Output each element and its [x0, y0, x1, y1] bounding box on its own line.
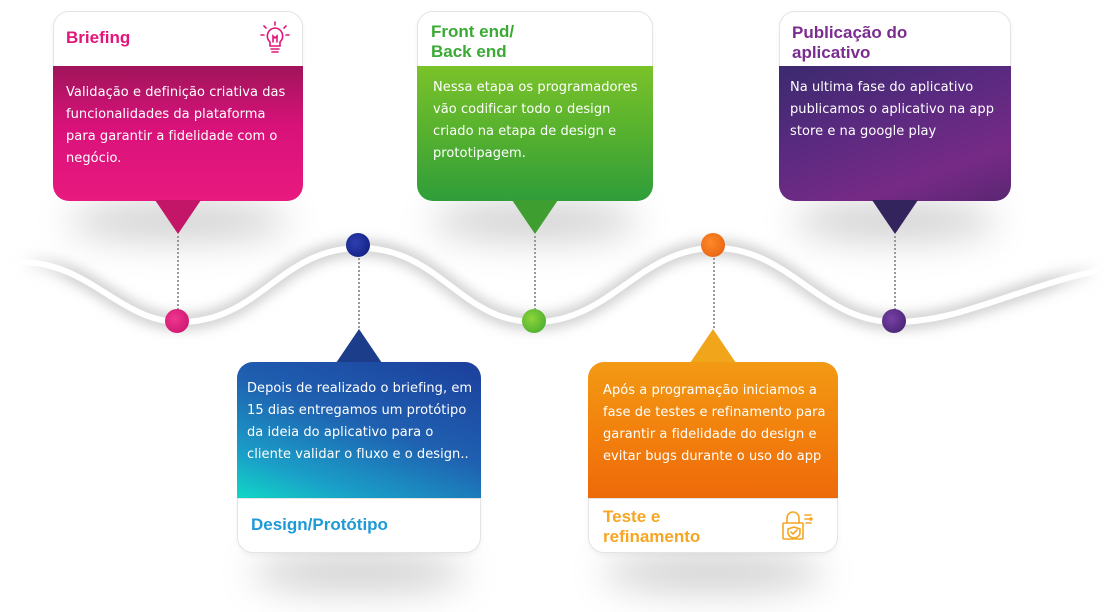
step-text: Validação e definição criativa das funci… — [53, 66, 303, 201]
step-title-line1: Front end/ — [431, 22, 515, 41]
step-design-title-box — [237, 498, 481, 553]
step-test-dot — [701, 233, 725, 257]
step-publish-title-box — [779, 11, 1011, 68]
step-design-pointer — [336, 329, 382, 363]
step-text: Na ultima fase do aplicativo publicamos … — [779, 66, 1011, 201]
step-briefing-card: Briefing Validação e definição criativa … — [53, 11, 303, 241]
step-briefing-pointer — [155, 200, 201, 234]
step-test-connector — [713, 258, 715, 328]
step-design-card: Depois de realizado o briefing, em 15 di… — [237, 362, 481, 592]
step-design-connector — [358, 258, 360, 328]
step-test-title-box — [588, 498, 838, 553]
step-frontend-connector — [534, 236, 536, 310]
lightbulb-icon — [260, 21, 290, 53]
step-frontend-pointer — [512, 200, 558, 234]
step-design-dot — [346, 233, 370, 257]
step-title-line2: aplicativo — [792, 43, 871, 62]
step-title: Briefing — [66, 28, 131, 47]
step-briefing-dot — [165, 309, 189, 333]
step-frontend-title-box — [417, 11, 653, 68]
step-title-line1: Publicação do — [792, 23, 908, 42]
step-text: Nessa etapa os programadores vão codific… — [417, 66, 653, 201]
step-test-card: Após a programação iniciamos a fase de t… — [588, 362, 838, 592]
step-publish-card: Publicação do aplicativo Na ultima fase … — [779, 11, 1011, 241]
step-briefing-title-box — [53, 11, 303, 68]
step-frontend-card: Front end/ Back end Nessa etapa os progr… — [417, 11, 653, 241]
step-text: Após a programação iniciamos a fase de t… — [588, 362, 838, 498]
step-publish-connector — [894, 236, 896, 310]
step-title-line2: refinamento — [603, 527, 701, 546]
shield-lock-icon — [782, 511, 813, 540]
step-test-pointer — [690, 329, 736, 363]
step-frontend-dot — [522, 309, 546, 333]
step-publish-dot — [882, 309, 906, 333]
step-publish-pointer — [872, 200, 918, 234]
step-briefing-connector — [177, 236, 179, 310]
step-text: Depois de realizado o briefing, em 15 di… — [237, 362, 481, 498]
step-title: Design/Protótipo — [251, 515, 388, 534]
step-title-line2: Back end — [431, 42, 507, 61]
step-title-line1: Teste e — [603, 507, 661, 526]
